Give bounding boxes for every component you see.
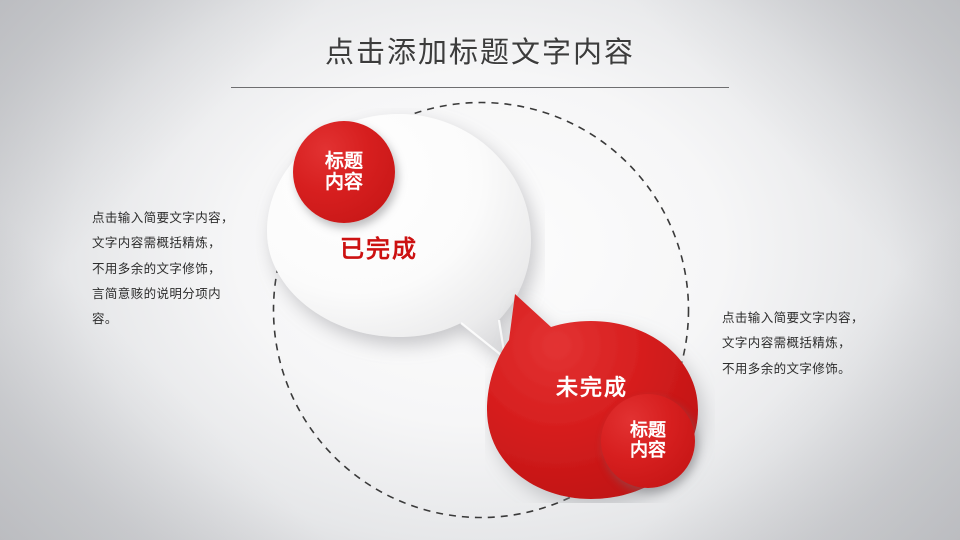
page-title: 点击添加标题文字内容 xyxy=(324,35,635,69)
left-text-line-2: 文字内容需概括精炼， xyxy=(92,235,222,251)
pending-badge-line1: 标题 xyxy=(630,419,666,441)
pending-bubble-label: 未完成 xyxy=(556,376,629,401)
left-text-line-3: 不用多余的文字修饰， xyxy=(92,260,222,276)
left-description-text[interactable]: 点击输入简要文字内容， 文字内容需概括精炼， 不用多余的文字修饰， 言简意赅的说… xyxy=(92,205,268,331)
completed-badge-line2: 内容 xyxy=(324,171,363,193)
right-description-text[interactable]: 点击输入简要文字内容， 文字内容需概括精炼， 不用多余的文字修饰。 xyxy=(722,305,922,381)
left-text-line-5: 容。 xyxy=(92,311,118,326)
slide-title-area: 点击添加标题文字内容 xyxy=(0,35,960,88)
right-text-line-3: 不用多余的文字修饰。 xyxy=(722,360,852,376)
completed-badge-line1: 标题 xyxy=(324,149,363,172)
left-text-line-4: 言简意赅的说明分项内 xyxy=(92,285,222,301)
completed-bubble-label: 已完成 xyxy=(340,235,418,263)
completed-node-badge[interactable]: 标题 内容 xyxy=(293,121,395,223)
right-text-line-2: 文字内容需概括精炼， xyxy=(722,335,852,351)
pending-badge-line2: 内容 xyxy=(630,440,666,461)
right-text-line-1: 点击输入简要文字内容， xyxy=(722,310,864,325)
pending-node-badge[interactable]: 标题 内容 xyxy=(601,394,695,488)
title-divider xyxy=(231,87,729,88)
left-text-line-1: 点击输入简要文字内容， xyxy=(92,210,234,225)
